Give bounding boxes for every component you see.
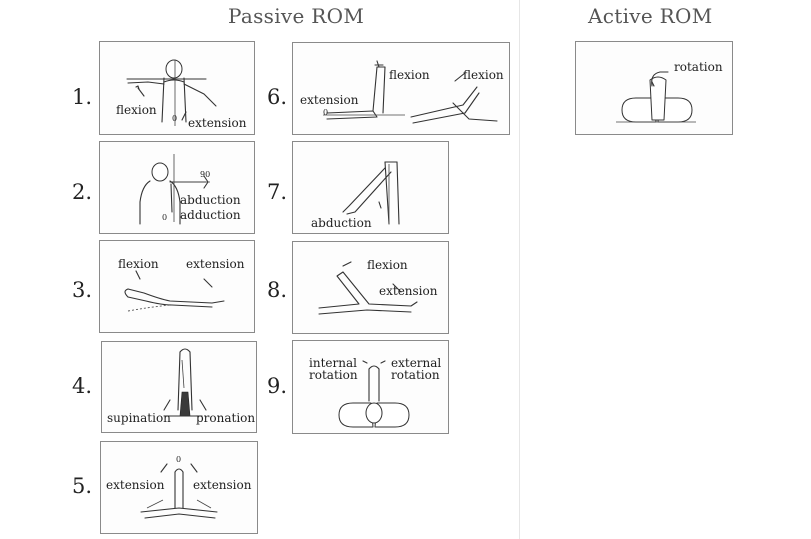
item-number-5: 5. <box>72 474 93 498</box>
label-flexion: flexion <box>367 258 408 272</box>
panel-4-forearm-rotation: supination pronation <box>101 341 257 433</box>
shoulder-flexion-illustration <box>126 59 217 126</box>
hip-rotation-illustration <box>338 360 410 428</box>
forearm-rotation-illustration <box>163 348 207 417</box>
label-external: external <box>391 356 442 370</box>
label-external-rotation: rotation <box>391 368 440 382</box>
label-internal: internal <box>309 356 357 370</box>
label-zero: 0 <box>323 108 329 117</box>
item-number-3: 3. <box>72 278 93 302</box>
label-pronation: pronation <box>196 411 256 425</box>
label-extension-left: extension <box>106 478 165 492</box>
item-number-7: 7. <box>267 180 288 204</box>
active-rotation-illustration <box>616 71 696 123</box>
label-extension: extension <box>300 93 359 107</box>
label-zero: 0 <box>162 213 168 222</box>
label-abduction: abduction <box>311 216 372 230</box>
label-ninety: 90 <box>200 170 211 179</box>
label-extension: extension <box>186 257 245 271</box>
label-flexion-left: flexion <box>389 68 430 82</box>
item-number-4: 4. <box>72 374 93 398</box>
label-flexion: flexion <box>116 103 157 117</box>
hip-knee-flexion-illustration <box>323 60 498 124</box>
knee-flexion-illustration <box>318 261 418 315</box>
shoulder-abduction-illustration <box>139 154 210 225</box>
label-rotation: rotation <box>674 60 723 74</box>
active-rom-title: Active ROM <box>588 4 713 28</box>
label-adduction: adduction <box>180 208 241 222</box>
wrist-extension-illustration <box>140 463 218 519</box>
item-number-1: 1. <box>72 85 93 109</box>
label-extension: extension <box>379 284 438 298</box>
panel-active-rotation: rotation <box>575 41 733 135</box>
section-divider <box>519 0 520 539</box>
label-extension: extension <box>188 116 247 130</box>
panel-1-shoulder-flexion: flexion 0 extension <box>99 41 255 135</box>
label-zero: 0 <box>176 455 182 464</box>
item-number-2: 2. <box>72 180 93 204</box>
hip-abduction-illustration <box>342 161 400 225</box>
panel-7-hip-abduction: abduction <box>292 141 449 234</box>
panel-5-wrist-extension: 0 extension extension <box>100 441 258 534</box>
label-abduction: abduction <box>180 193 241 207</box>
label-extension-right: extension <box>193 478 252 492</box>
elbow-flexion-illustration <box>124 270 225 312</box>
passive-rom-title: Passive ROM <box>228 4 365 28</box>
label-flexion: flexion <box>118 257 159 271</box>
panel-8-knee-flexion: flexion extension <box>292 241 449 334</box>
panel-6-hip-knee-flexion: extension 0 flexion flexion <box>292 42 510 135</box>
panel-2-shoulder-abduction: 90 abduction 0 adduction <box>99 141 255 234</box>
panel-3-elbow-flexion: flexion extension <box>99 240 255 333</box>
label-internal-rotation: rotation <box>309 368 358 382</box>
panel-9-hip-rotation: internal rotation external rotation <box>292 340 449 434</box>
label-supination: supination <box>107 411 171 425</box>
label-zero: 0 <box>172 114 178 123</box>
item-number-6: 6. <box>267 85 288 109</box>
item-number-9: 9. <box>267 374 288 398</box>
label-flexion-right: flexion <box>463 68 504 82</box>
item-number-8: 8. <box>267 278 288 302</box>
